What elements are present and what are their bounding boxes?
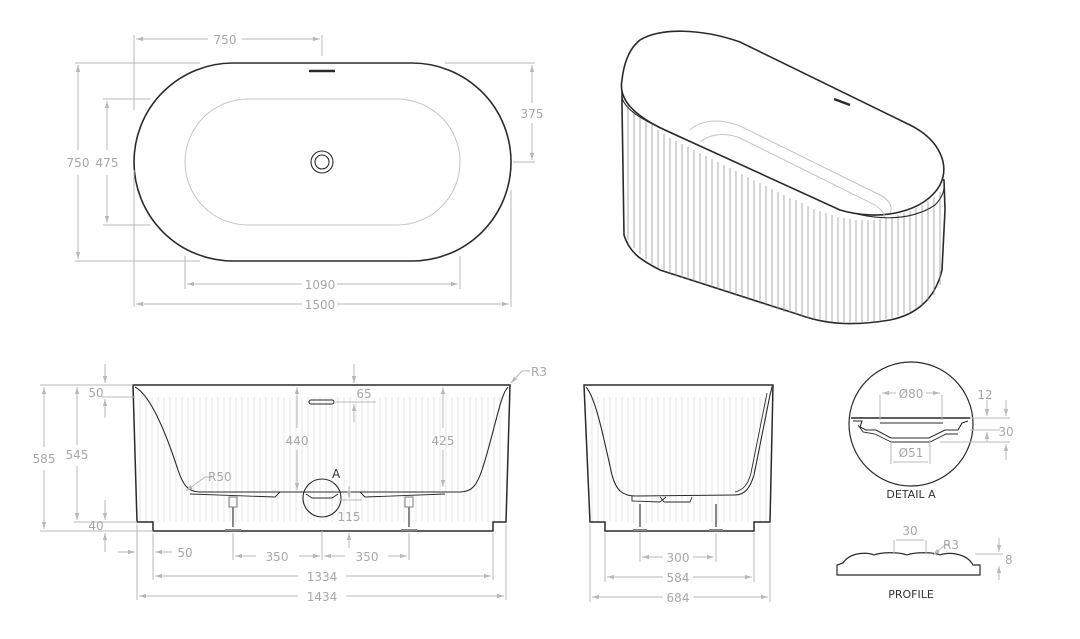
dim-overall-height: 585 [33,452,56,466]
flutes-isometric [627,100,941,322]
dim-inner-width: 475 [96,156,119,170]
dim-inner-diameter: Ø51 [899,446,924,460]
dim-overall-width: 750 [67,156,90,170]
dim-body-height: 545 [66,448,89,462]
dim-half-width: 375 [521,107,544,121]
dim-rim-height: 50 [88,386,103,400]
drain-outer-icon [310,150,334,174]
tub-basin-top [184,98,461,226]
profile-title: PROFILE [888,588,934,601]
dim-inner-length: 1090 [305,278,336,292]
dim-flute-radius: R3 [943,538,959,552]
dim-leg-spacing-left: 350 [266,550,289,564]
adjustable-leg-side-left [633,504,647,531]
adjustable-leg-side-right [709,504,723,531]
dim-corner-radius: R50 [208,470,232,484]
adjustable-leg-left [225,496,241,531]
detail-a-view: Ø80 Ø51 12 30 DETAIL A [848,361,1014,501]
adjustable-leg-right [401,496,417,531]
overflow-iso-icon [833,97,851,107]
flutes-side [591,397,767,522]
detail-a-title: DETAIL A [886,488,936,501]
dim-drain-height: 115 [338,510,361,524]
dim-plinth-length: 1334 [307,570,338,584]
dim-depth-center: 440 [286,434,309,448]
dim-leg-spacing-right: 350 [356,550,379,564]
flutes-front [139,397,501,522]
dim-outer-diameter: Ø80 [899,387,924,401]
detail-a-marker: A [332,467,341,481]
detail-a-callout-circle[interactable] [302,478,342,518]
front-view: A 585 545 50 40 65 440 425 R50 [33,364,547,604]
dim-depth-end: 425 [432,434,455,448]
drain-inner-icon [314,154,330,170]
profile-view: 30 R3 8 PROFILE [836,524,1013,601]
dim-plinth-inset: 50 [177,546,192,560]
dim-rim-radius: R3 [531,365,547,379]
dim-flute-pitch: 30 [902,524,917,538]
dim-plinth-width: 584 [667,571,690,585]
dim-base-length: 1434 [307,590,338,604]
top-view: 750 750 475 375 1090 1500 [67,33,544,312]
dim-half-length: 750 [214,33,237,47]
dim-flute-depth: 8 [1005,553,1013,567]
dim-total-depth: 30 [998,425,1013,439]
isometric-view [620,30,946,325]
side-view: 300 584 684 [583,384,774,605]
tub-outline-top [133,62,512,262]
dim-plinth-height: 40 [88,519,103,533]
dim-side-leg-spacing: 300 [667,551,690,565]
dim-top-depth: 12 [977,388,992,402]
dim-base-width: 684 [667,591,690,605]
dim-overflow-offset: 65 [356,387,371,401]
overflow-slot-icon [308,399,335,405]
dim-overall-length: 1500 [305,298,336,312]
